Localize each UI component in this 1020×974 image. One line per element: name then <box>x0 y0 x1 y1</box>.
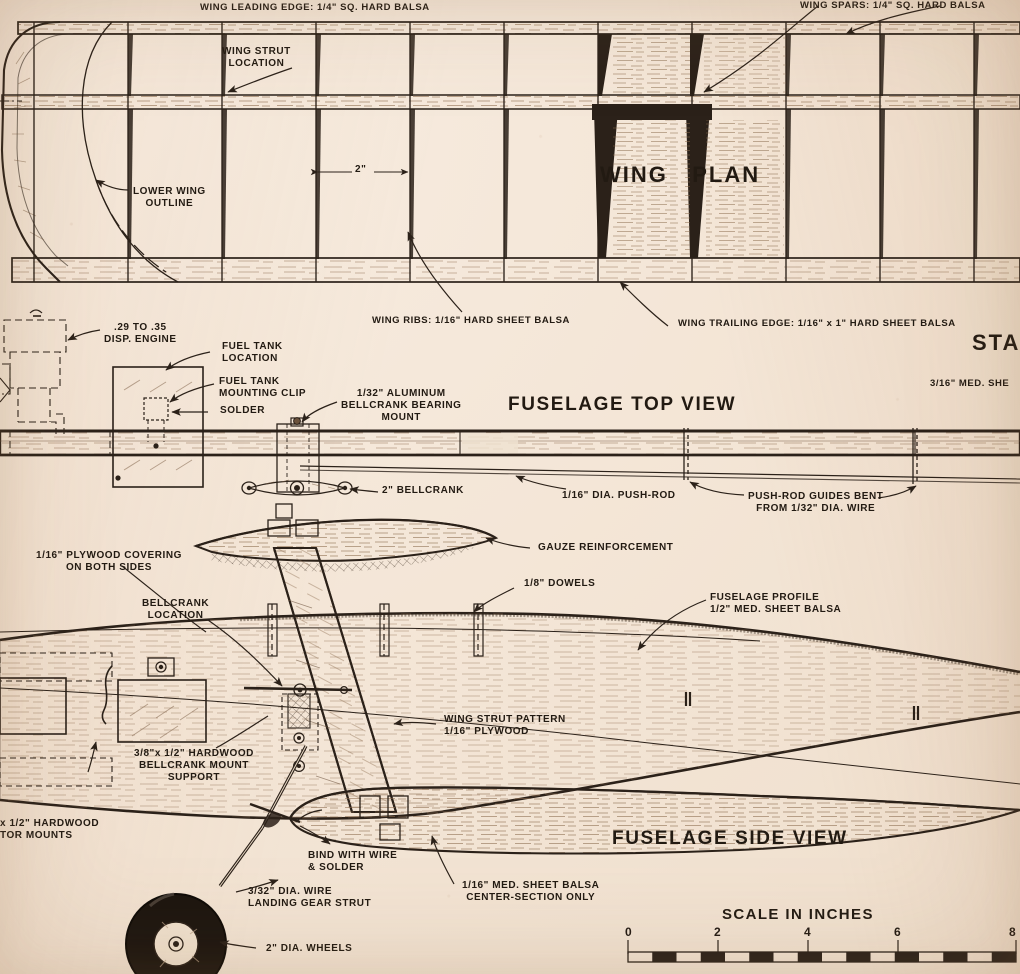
leader-wing-spars <box>703 5 819 93</box>
label-solder: SOLDER <box>220 405 265 416</box>
label-wing-strut-pattern: WING STRUT PATTERN 1/16" PLYWOOD <box>444 714 566 737</box>
scale-segment <box>894 952 919 962</box>
label-bellcrank-bearing-mount: 1/32" ALUMINUM BELLCRANK BEARING MOUNT <box>341 388 462 423</box>
label-gauze-reinforcement: GAUZE REINFORCEMENT <box>538 542 674 553</box>
scale-caption: SCALE IN INCHES <box>722 906 874 923</box>
label-wing-strut-location: WING STRUT LOCATION <box>222 46 291 69</box>
leader-gauze <box>485 537 531 549</box>
label-push-rod-guides: PUSH-ROD GUIDES BENT FROM 1/32" DIA. WIR… <box>748 491 884 514</box>
label-bellcrank-2in: 2" BELLCRANK <box>382 485 464 496</box>
leader-engine <box>67 329 101 341</box>
scale-segment <box>700 952 725 962</box>
leader-trailing-edge <box>619 281 669 327</box>
leader-guides-a <box>689 481 745 496</box>
leader-lg-strut <box>235 879 279 893</box>
leader-fuselage-profile <box>637 599 707 651</box>
label-bellcrank-location: BELLCRANK LOCATION <box>142 598 210 621</box>
leader-bind-wire <box>299 825 331 845</box>
label-fuel-tank-clip: FUEL TANK MOUNTING CLIP <box>219 376 307 399</box>
fuselage-top-view-drawing <box>0 309 1020 499</box>
scale-segment <box>749 952 774 962</box>
wing-plan-drawing <box>0 5 1020 327</box>
scale-tick-8: 8 <box>1009 925 1017 939</box>
wheel <box>125 892 227 974</box>
scale-segment <box>652 952 677 962</box>
leader-wheels <box>219 940 257 949</box>
label-bellcrank-mount-support: 3/8"x 1/2" HARDWOOD BELLCRANK MOUNT SUPP… <box>134 748 254 783</box>
label-motor-mounts: x 1/2" HARDWOOD TOR MOUNTS <box>0 818 100 841</box>
label-plywood-covering: 1/16" PLYWOOD COVERING ON BOTH SIDES <box>36 550 182 573</box>
fuselage-side-view-title: FUSELAGE SIDE VIEW <box>612 828 848 849</box>
label-stabilizer-material: 3/16" MED. SHE <box>930 378 1010 389</box>
leader-bearing-mount <box>301 401 338 423</box>
label-fuselage-profile: FUSELAGE PROFILE 1/2" MED. SHEET BALSA <box>710 592 842 615</box>
label-fuel-tank-location: FUEL TANK LOCATION <box>222 341 283 364</box>
leader-fuel-tank <box>165 351 211 371</box>
leader-bellcrank <box>349 486 379 494</box>
leader-plywood-covering <box>121 565 207 633</box>
bellcrank-mount-support <box>101 657 207 743</box>
label-dowels: 1/8" DOWELS <box>524 578 596 589</box>
label-lower-wing-outline: LOWER WING OUTLINE <box>133 186 206 209</box>
leader-lower-wing <box>95 179 129 191</box>
label-wing-ribs: WING RIBS: 1/16" HARD SHEET BALSA <box>372 315 570 326</box>
leader-pushrod <box>515 475 567 490</box>
scale-tick-4: 4 <box>804 925 812 939</box>
fuel-tank-outline <box>112 366 204 488</box>
leader-bellcrank-location <box>207 619 283 687</box>
scale-segment <box>991 952 1016 962</box>
leader-guides-b <box>877 485 917 499</box>
label-landing-gear-strut: 3/32" DIA. WIRE LANDING GEAR STRUT <box>248 886 372 909</box>
scale-tick-6: 6 <box>894 925 902 939</box>
label-push-rod: 1/16" DIA. PUSH-ROD <box>562 490 676 501</box>
scale-segment <box>797 952 822 962</box>
leader-strut-pattern <box>393 718 437 727</box>
landing-gear-wire <box>218 745 308 887</box>
label-rib-spacing: 2" <box>355 164 367 175</box>
leader-strut-location <box>227 67 293 93</box>
bellcrank-location-side <box>243 683 353 772</box>
scale-tick-0: 0 <box>625 925 633 939</box>
fuselage-top-view-title: FUSELAGE TOP VIEW <box>508 394 737 415</box>
label-wheels: 2" DIA. WHEELS <box>266 943 353 954</box>
label-wing-trailing-edge: WING TRAILING EDGE: 1/16" x 1" HARD SHEE… <box>678 318 956 329</box>
label-disp-engine: .29 TO .35 DISP. ENGINE <box>104 322 177 345</box>
scale-segment <box>943 952 968 962</box>
leader-mount-support <box>215 715 269 749</box>
label-bind-with-wire: BIND WITH WIRE & SOLDER <box>308 850 398 873</box>
leader-dowels <box>473 587 515 613</box>
bellcrank-assembly-top <box>241 417 353 496</box>
label-wing-spars: WING SPARS: 1/4" SQ. HARD BALSA <box>800 0 986 11</box>
leader-leading-edge <box>845 5 941 35</box>
leader-center-section <box>430 835 455 885</box>
label-wing-leading-edge: WING LEADING EDGE: 1/4" SQ. HARD BALSA <box>200 2 430 13</box>
scale-bar-drawing <box>627 940 1017 963</box>
stabilizer-title: STAB <box>972 330 1020 355</box>
label-center-section: 1/16" MED. SHEET BALSA CENTER-SECTION ON… <box>462 880 600 903</box>
leader-tank-clip <box>169 383 215 403</box>
leader-wing-ribs <box>407 231 463 313</box>
wing-plan-title: WING PLAN <box>600 162 761 187</box>
scale-segment <box>846 952 871 962</box>
leader-motor-mounts <box>87 741 98 773</box>
scale-tick-2: 2 <box>714 925 722 939</box>
